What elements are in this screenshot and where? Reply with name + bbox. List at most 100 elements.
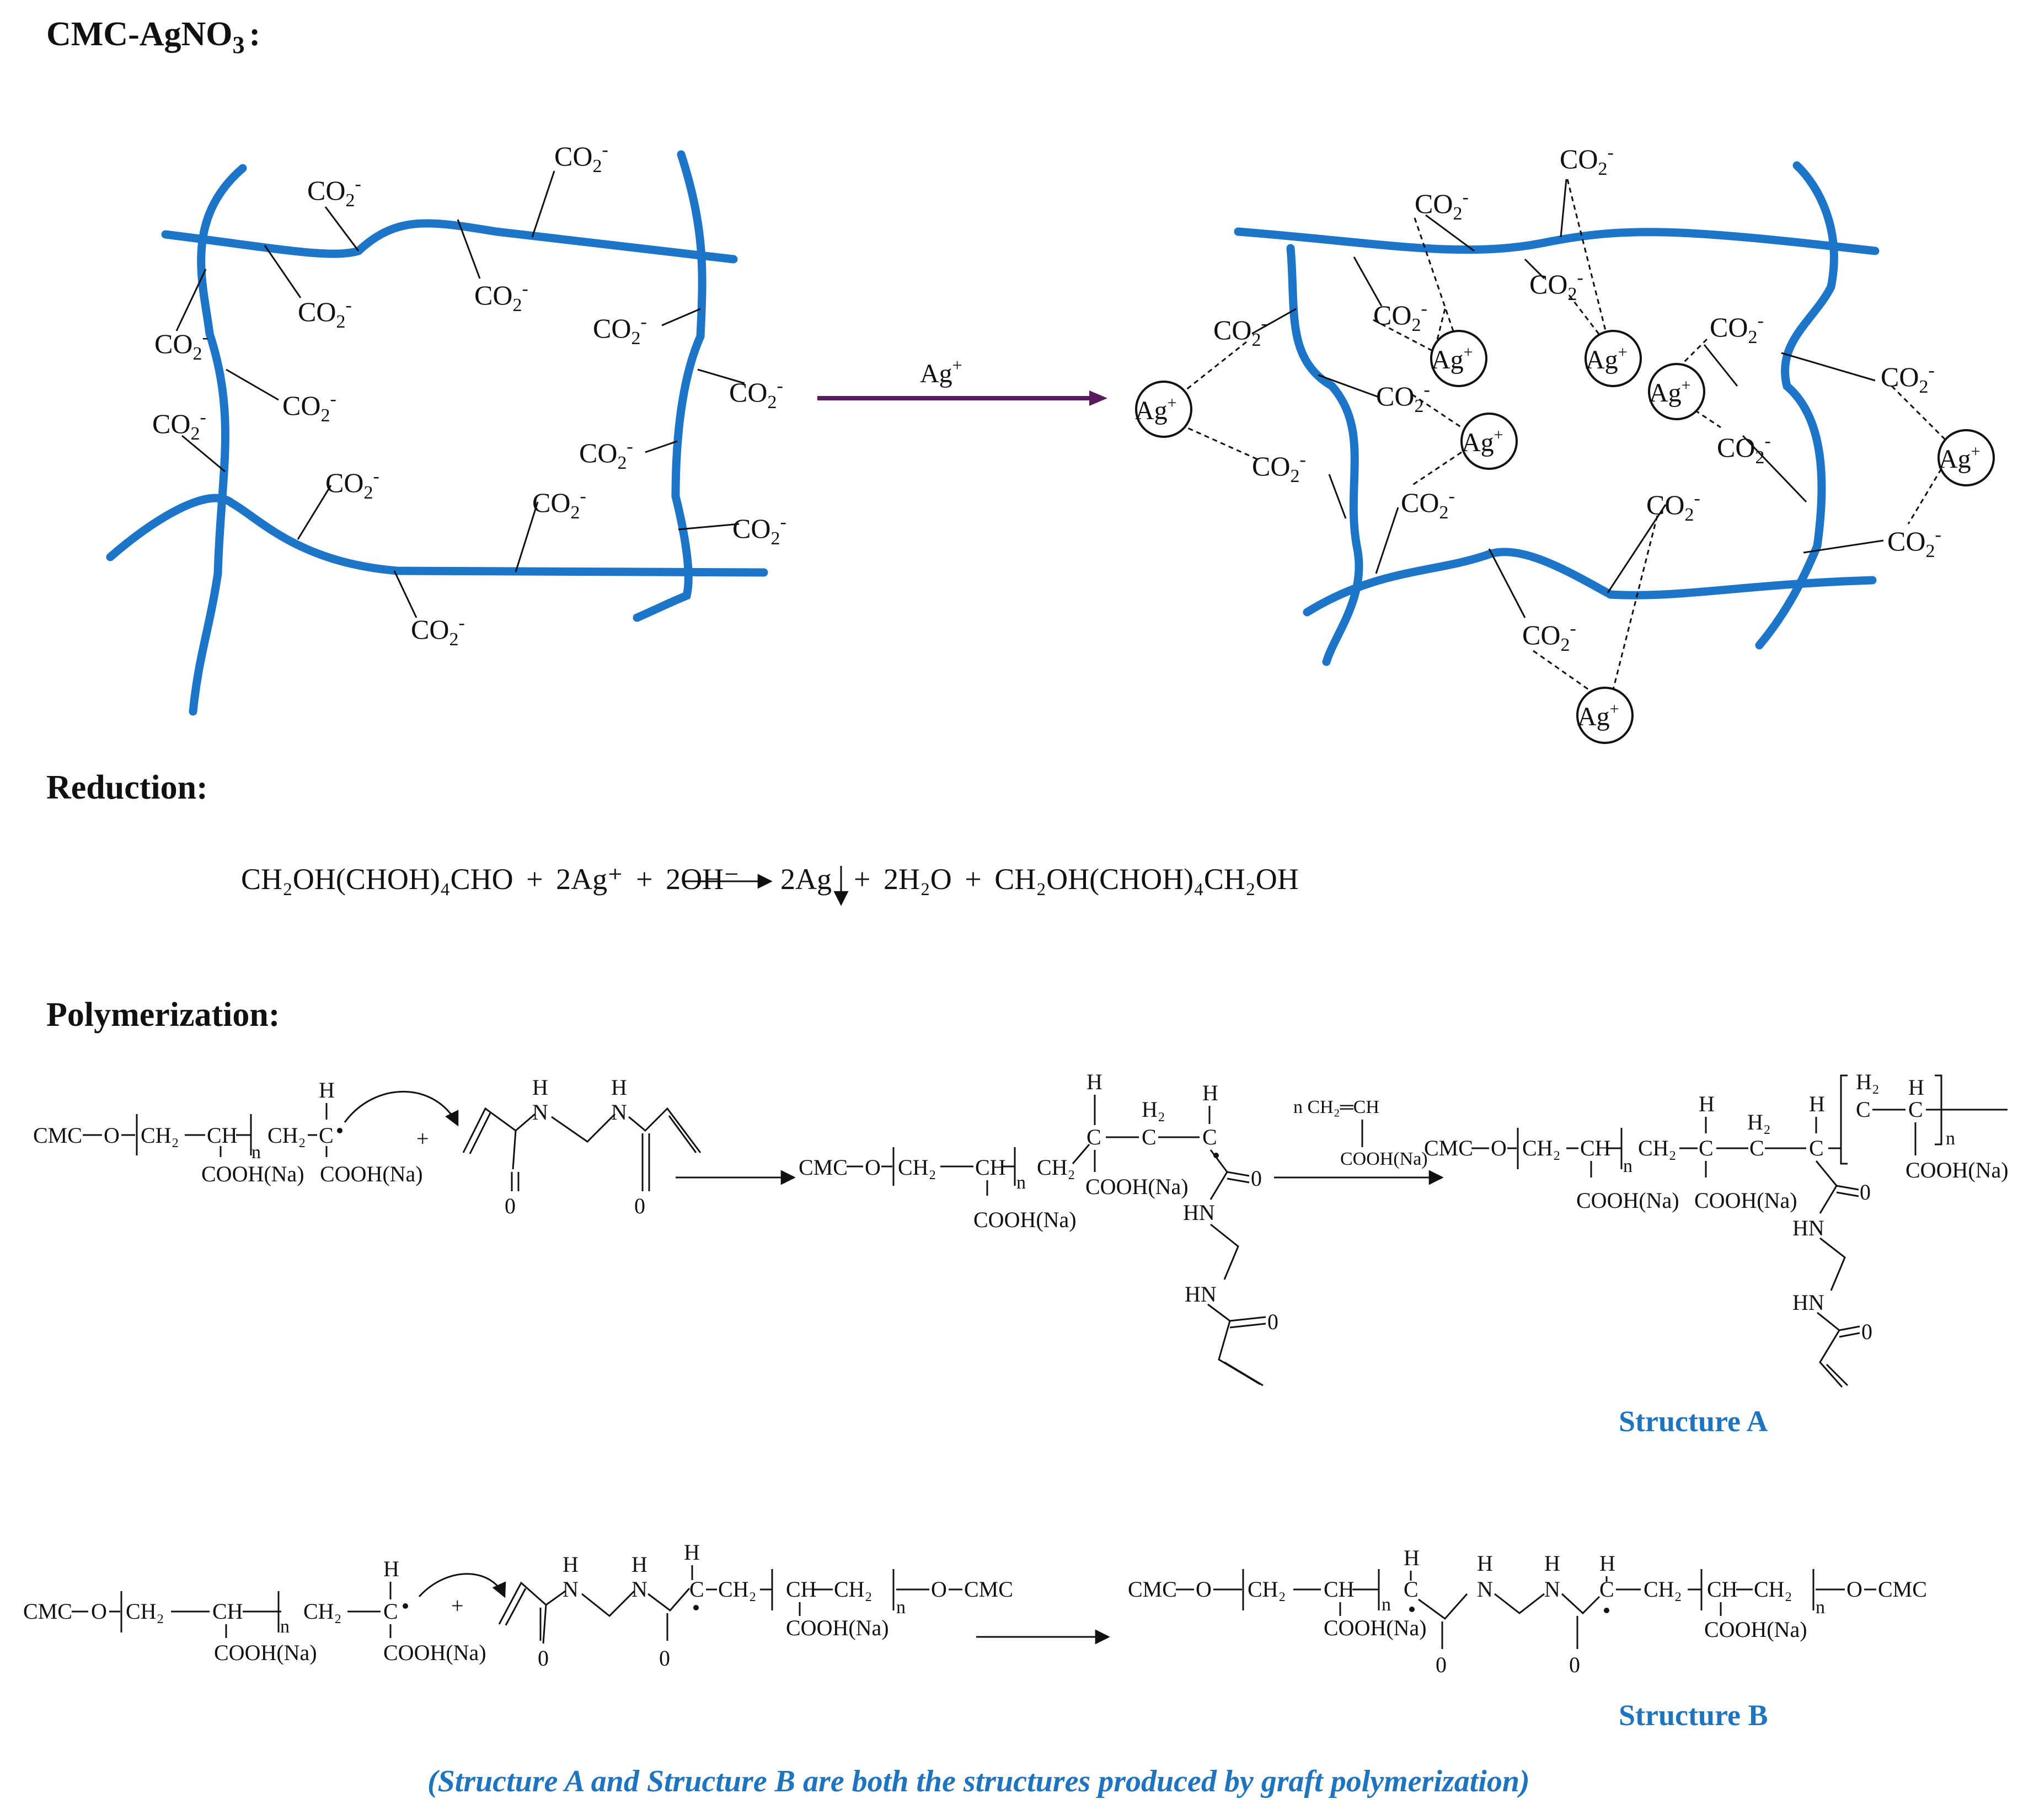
- chain-ch2: CH₂: [1644, 1577, 1682, 1602]
- ag-ion-label: Ag+: [1135, 394, 1177, 425]
- chain-cmc: CMC: [799, 1155, 848, 1180]
- reduction-products: + 2H₂O + CH₂OH(CHOH)₄CH₂OH: [854, 863, 1299, 896]
- carboxylate-labels-after: CO2- CO2- CO2- CO2- CO2- CO2- CO2- CO2- …: [1213, 142, 1941, 655]
- chain-h2: H₂: [1856, 1069, 1880, 1094]
- chain-cooh: COOH(Na): [1324, 1615, 1427, 1640]
- co2-label: CO2-: [1373, 298, 1427, 335]
- reduction-reactants: CH₂OH(CHOH)₄CHO + 2Ag⁺ + 2OH⁻: [241, 863, 740, 896]
- chain-c: C: [1086, 1125, 1101, 1149]
- chain-cooh: COOH(Na): [1085, 1174, 1189, 1199]
- chain-o: O: [931, 1577, 947, 1602]
- co2-label: CO2-: [1213, 313, 1267, 350]
- heading-polymerization: Polymerization:: [46, 996, 280, 1034]
- chain-cooh: COOH(Na): [214, 1640, 317, 1665]
- chain-cooh: COOH(Na): [973, 1207, 1077, 1232]
- co2-label: CO2-: [307, 174, 361, 211]
- co2-label: CO2-: [1887, 524, 1941, 561]
- chain-c: C: [1699, 1136, 1714, 1160]
- chain-ch2: CH₂: [1638, 1136, 1677, 1160]
- chain-ch2: CH₂: [1248, 1577, 1286, 1602]
- chain-c: C: [1809, 1136, 1824, 1160]
- chain-h2: H₂: [1747, 1110, 1771, 1134]
- chain-h: H: [1404, 1545, 1420, 1570]
- radical-dot: [1213, 1153, 1219, 1158]
- co2-label: CO2-: [1529, 267, 1583, 304]
- chain-n: n: [1946, 1128, 1955, 1149]
- chain-ch2: CH₂: [267, 1123, 306, 1148]
- chain-cooh: COOH(Na): [786, 1615, 889, 1640]
- mba-o: 0: [634, 1193, 645, 1218]
- chain-cooh: COOH(Na): [383, 1640, 486, 1665]
- co2-label: CO2-: [1522, 618, 1576, 655]
- chain-o: 0: [1251, 1166, 1262, 1191]
- figure-caption: (Structure A and Structure B are both th…: [427, 1764, 1530, 1798]
- chain-h: H: [1599, 1551, 1615, 1576]
- chain-n: n: [1816, 1597, 1825, 1618]
- co2-label: CO2-: [1560, 142, 1614, 179]
- chain-o: O: [1846, 1577, 1862, 1602]
- chain-ch2: CH₂: [141, 1123, 179, 1148]
- acrylate-cooh: COOH(Na): [1340, 1149, 1428, 1169]
- chain-n: n: [280, 1616, 290, 1637]
- chain-h: H: [383, 1556, 399, 1581]
- mba-o: 0: [1436, 1652, 1447, 1677]
- mba-n: N: [631, 1577, 647, 1602]
- co2-label: CO2-: [1646, 488, 1700, 525]
- chain-h: H: [1202, 1080, 1218, 1105]
- polymerization-row-a: CMC O CH₂ CH n COOH(Na) CH₂ C H COOH(Na)…: [33, 1069, 2009, 1438]
- co2-label: CO2-: [729, 376, 783, 413]
- chain-cmc: CMC: [23, 1599, 72, 1624]
- mba-n: N: [1544, 1577, 1560, 1602]
- chain-cooh: COOH(Na): [1905, 1158, 2009, 1182]
- co2-label: CO2-: [411, 613, 465, 650]
- radical-dot: [403, 1603, 408, 1609]
- chain-cmc: CMC: [1128, 1577, 1177, 1602]
- silver-ion-labels: Ag+ Ag+ Ag+ Ag+ Ag+ Ag+ Ag+: [1135, 343, 1981, 731]
- carboxylate-bonds-after: [1251, 179, 1884, 618]
- reduction-product-silver: 2Ag: [780, 863, 832, 896]
- chain-h: H: [1908, 1075, 1924, 1100]
- structure-b-label: Structure B: [1619, 1699, 1768, 1732]
- chain-ch: CH: [212, 1599, 243, 1624]
- co2-label: CO2-: [1376, 379, 1430, 416]
- ag-ion-label: Ag+: [1462, 426, 1503, 457]
- ag-ion-label: Ag+: [1586, 343, 1628, 374]
- ag-arrow-label: Ag+: [920, 355, 962, 388]
- chain-cooh: COOH(Na): [320, 1161, 423, 1186]
- chain-o: 0: [1860, 1180, 1871, 1205]
- mba-h: H: [532, 1075, 548, 1100]
- chain-c: C: [1749, 1136, 1764, 1160]
- ag-ion-label: Ag+: [1939, 442, 1981, 474]
- chain-cmc: CMC: [1878, 1577, 1927, 1602]
- chain-h: H: [1086, 1069, 1102, 1094]
- mba-o: 0: [538, 1646, 549, 1671]
- chain-n: n: [896, 1597, 906, 1618]
- cmc-network-after: [1234, 161, 1880, 666]
- chain-hn: HN: [1185, 1282, 1217, 1307]
- chain-ch2: CH₂: [1754, 1577, 1792, 1602]
- chain-h: H: [1699, 1091, 1715, 1116]
- radical-dot: [1409, 1607, 1415, 1612]
- chain-c-radical: C: [1404, 1577, 1419, 1602]
- radical-dot: [1604, 1608, 1609, 1613]
- heading-cmc-agno3: CMC-AgNO3:: [46, 15, 260, 58]
- plus-sign: +: [416, 1126, 429, 1151]
- chain-h: H: [684, 1540, 700, 1565]
- co2-label: CO2-: [1717, 431, 1771, 468]
- mba-n: N: [532, 1100, 548, 1125]
- co2-label: CO2-: [474, 279, 528, 315]
- mba-n: N: [611, 1100, 627, 1125]
- silver-ion-circles: [1135, 330, 1995, 744]
- chain-cooh: COOH(Na): [1694, 1188, 1797, 1213]
- chain-ch: CH: [786, 1577, 817, 1602]
- chain-cmc: CMC: [33, 1123, 82, 1148]
- co2-label: CO2-: [154, 327, 208, 364]
- reduction-equation: CH₂OH(CHOH)₄CHO + 2Ag⁺ + 2OH⁻ 2Ag + 2H₂O…: [241, 863, 1299, 906]
- co2-label: CO2-: [554, 140, 608, 176]
- chain-ch2: CH₂: [1522, 1136, 1561, 1160]
- chain-o: O: [91, 1599, 107, 1624]
- chain-o: O: [865, 1155, 881, 1180]
- co2-label: CO2-: [532, 486, 586, 523]
- chain-ch2: CH₂: [126, 1599, 164, 1624]
